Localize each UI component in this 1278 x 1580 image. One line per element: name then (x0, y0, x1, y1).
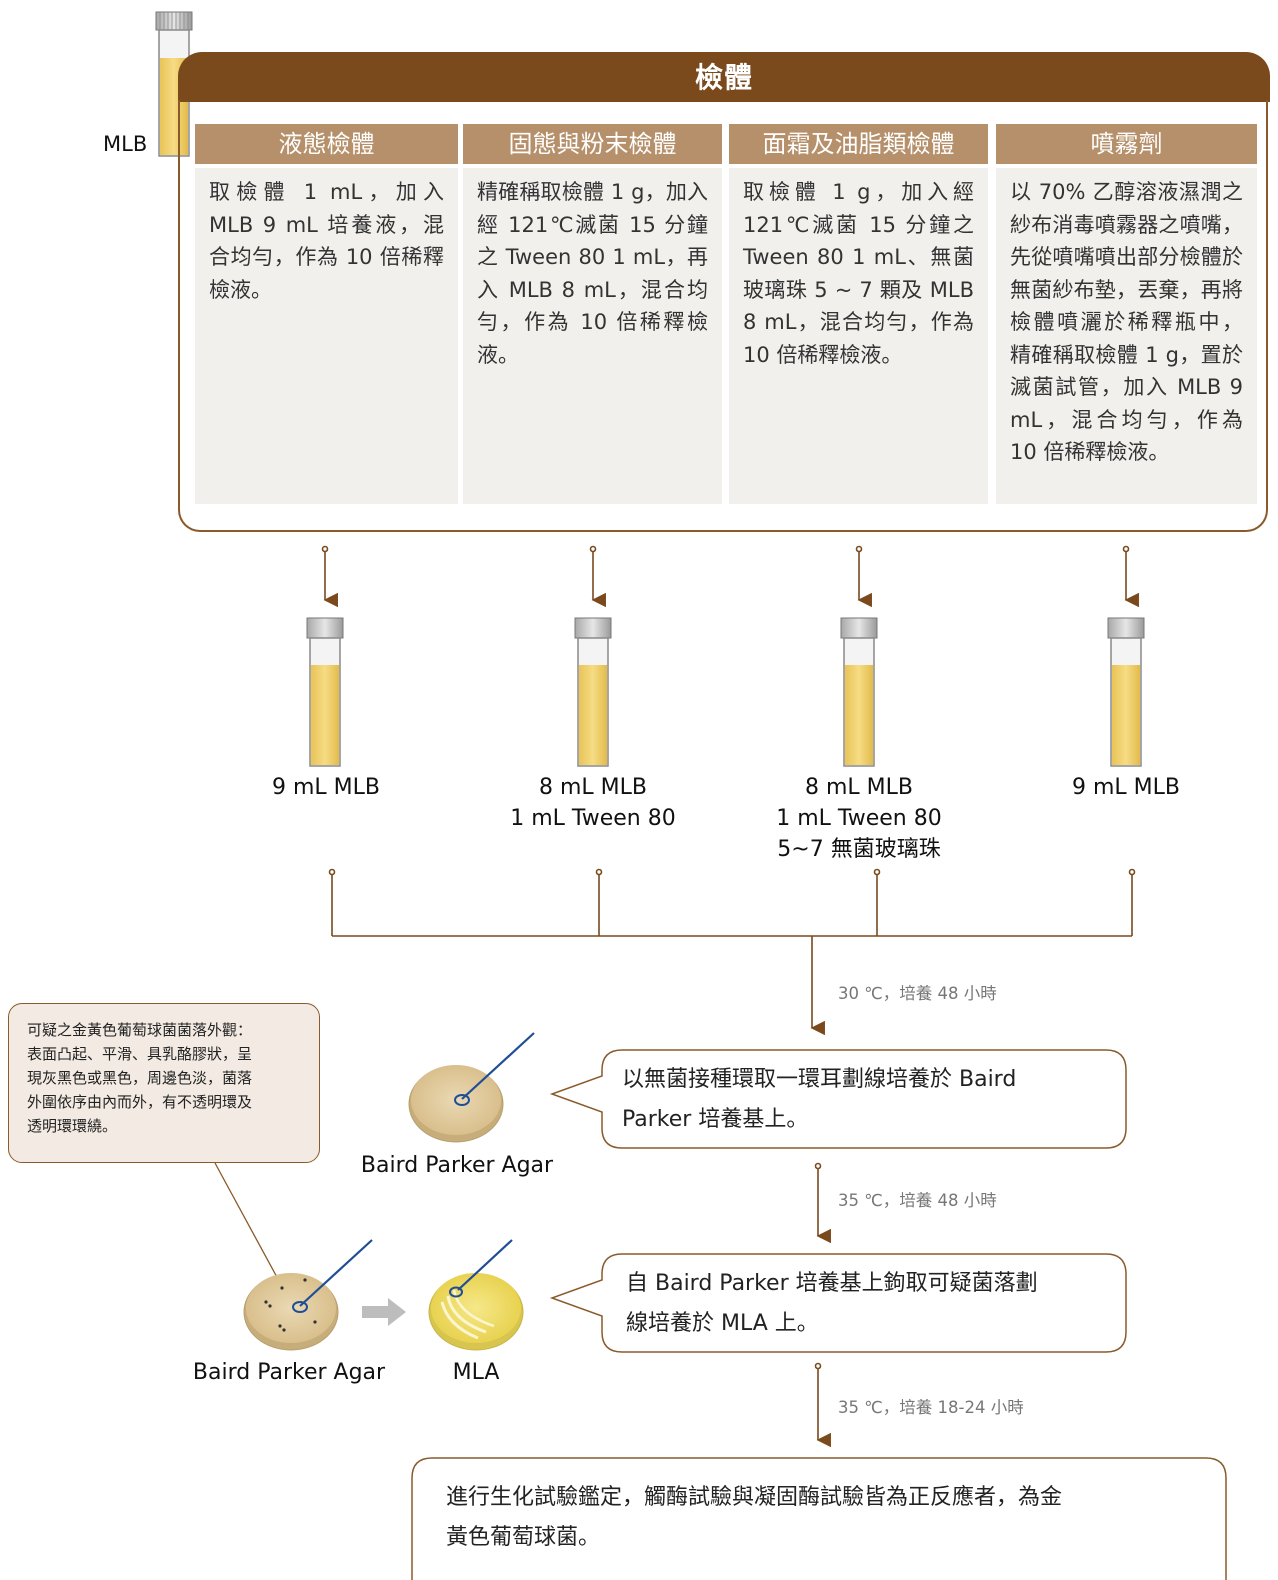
tube-label-line: 9 mL MLB (1071, 775, 1180, 800)
bubble-text-streak-mla: 自 Baird Parker 培養基上鉤取可疑菌落劃 線培養於 MLA 上。 (626, 1264, 1038, 1344)
callout-line: 外圍依序由內而外，有不透明環及 (27, 1093, 253, 1111)
bubble-line: 線培養於 MLA 上。 (626, 1311, 819, 1336)
incubation-step-2: 35 ℃，培養 48 小時 (838, 1191, 997, 1210)
bubble-line: Parker 培養基上。 (622, 1107, 809, 1132)
callout-line: 現灰黑色或黑色，周邊色淡，菌落 (27, 1069, 253, 1087)
col-body-cream-oil: 取檢體 1 g，加入經 121℃滅菌 15 分鐘之 Tween 80 1 mL、… (729, 168, 988, 504)
bubble-streak-bp (549, 1049, 1127, 1149)
bubble-line: 以無菌接種環取一環耳劃線培養於 Baird (622, 1067, 1017, 1092)
col-body-solid-powder: 精確稱取檢體 1 g，加入經 121℃滅菌 15 分鐘之 Tween 80 1 … (463, 168, 722, 504)
plate-label-mla: MLA (452, 1360, 500, 1385)
tube-label-line: 8 mL MLB (804, 775, 913, 800)
bp-plate-top (408, 1032, 535, 1143)
incubation-step-1: 30 ℃，培養 48 小時 (838, 984, 997, 1003)
tube-3 (840, 617, 878, 767)
bubble-final (411, 1457, 1227, 1580)
bubble-text-final: 進行生化試驗鑑定，觸酶試驗與凝固酶試驗皆為正反應者，為金 黃色葡萄球菌。 (446, 1478, 1062, 1558)
tube-label-line: 1 mL Tween 80 (510, 806, 676, 831)
dilution-tubes (306, 617, 1145, 767)
colony-appearance-callout: 可疑之金黃色葡萄球菌菌落外觀： 表面凸起、平滑、具乳酪膠狀，呈 現灰黑色或黑色，… (8, 1003, 320, 1163)
tube-label-line: 5~7 無菌玻璃珠 (777, 837, 941, 862)
specimen-header: 檢體 (178, 52, 1270, 102)
plate-label-bp-top: Baird Parker Agar (360, 1153, 554, 1178)
arrows-to-tubes (321, 545, 1139, 608)
bubble-line: 黃色葡萄球菌。 (446, 1525, 601, 1550)
callout-line: 可疑之金黃色葡萄球菌菌落外觀： (27, 1021, 253, 1039)
callout-pointer (214, 1162, 286, 1293)
col-head-solid-powder: 固態與粉末檢體 (463, 124, 722, 164)
tube-label-1: 9 mL MLB (226, 772, 426, 803)
bubble-line: 進行生化試驗鑑定，觸酶試驗與凝固酶試驗皆為正反應者，為金 (446, 1485, 1063, 1510)
mlb-label: MLB (103, 132, 148, 156)
bp-plate-bottom (243, 1239, 373, 1351)
col-body-liquid: 取檢體 1 mL，加入 MLB 9 mL 培養液，混合均勻，作為 10 倍稀釋檢… (195, 168, 458, 504)
tube-label-line: 1 mL Tween 80 (776, 806, 942, 831)
plate-label-bp-bottom: Baird Parker Agar (192, 1360, 386, 1385)
tube-2 (574, 617, 612, 767)
bubble-streak-mla (549, 1253, 1127, 1353)
tube-label-line: 9 mL MLB (271, 775, 380, 800)
tube-4 (1107, 617, 1145, 767)
col-head-spray: 噴霧劑 (996, 124, 1257, 164)
transfer-arrow (362, 1298, 406, 1326)
col-head-cream-oil: 面霜及油脂類檢體 (729, 124, 988, 164)
tube-label-4: 9 mL MLB (1026, 772, 1226, 803)
tube-label-line: 8 mL MLB (538, 775, 647, 800)
bubble-text-streak-bp: 以無菌接種環取一環耳劃線培養於 Baird Parker 培養基上。 (622, 1060, 1016, 1140)
tube-label-3: 8 mL MLB 1 mL Tween 80 5~7 無菌玻璃珠 (749, 772, 969, 865)
mla-plate (428, 1239, 524, 1351)
callout-line: 透明環環繞。 (27, 1117, 118, 1135)
tube-label-2: 8 mL MLB 1 mL Tween 80 (493, 772, 693, 834)
step-arrows (814, 1162, 831, 1448)
specimen-frame (178, 100, 1268, 532)
incubation-step-3: 35 ℃，培養 18-24 小時 (838, 1398, 1024, 1417)
tube-1 (306, 617, 344, 767)
col-body-spray: 以 70% 乙醇溶液濕潤之紗布消毒噴霧器之噴嘴，先從噴嘴噴出部分檢體於無菌紗布墊… (996, 168, 1257, 504)
bubble-line: 自 Baird Parker 培養基上鉤取可疑菌落劃 (626, 1271, 1038, 1296)
col-head-liquid: 液態檢體 (195, 124, 458, 164)
merge-connector (328, 868, 1136, 1036)
callout-line: 表面凸起、平滑、具乳酪膠狀，呈 (27, 1045, 253, 1063)
